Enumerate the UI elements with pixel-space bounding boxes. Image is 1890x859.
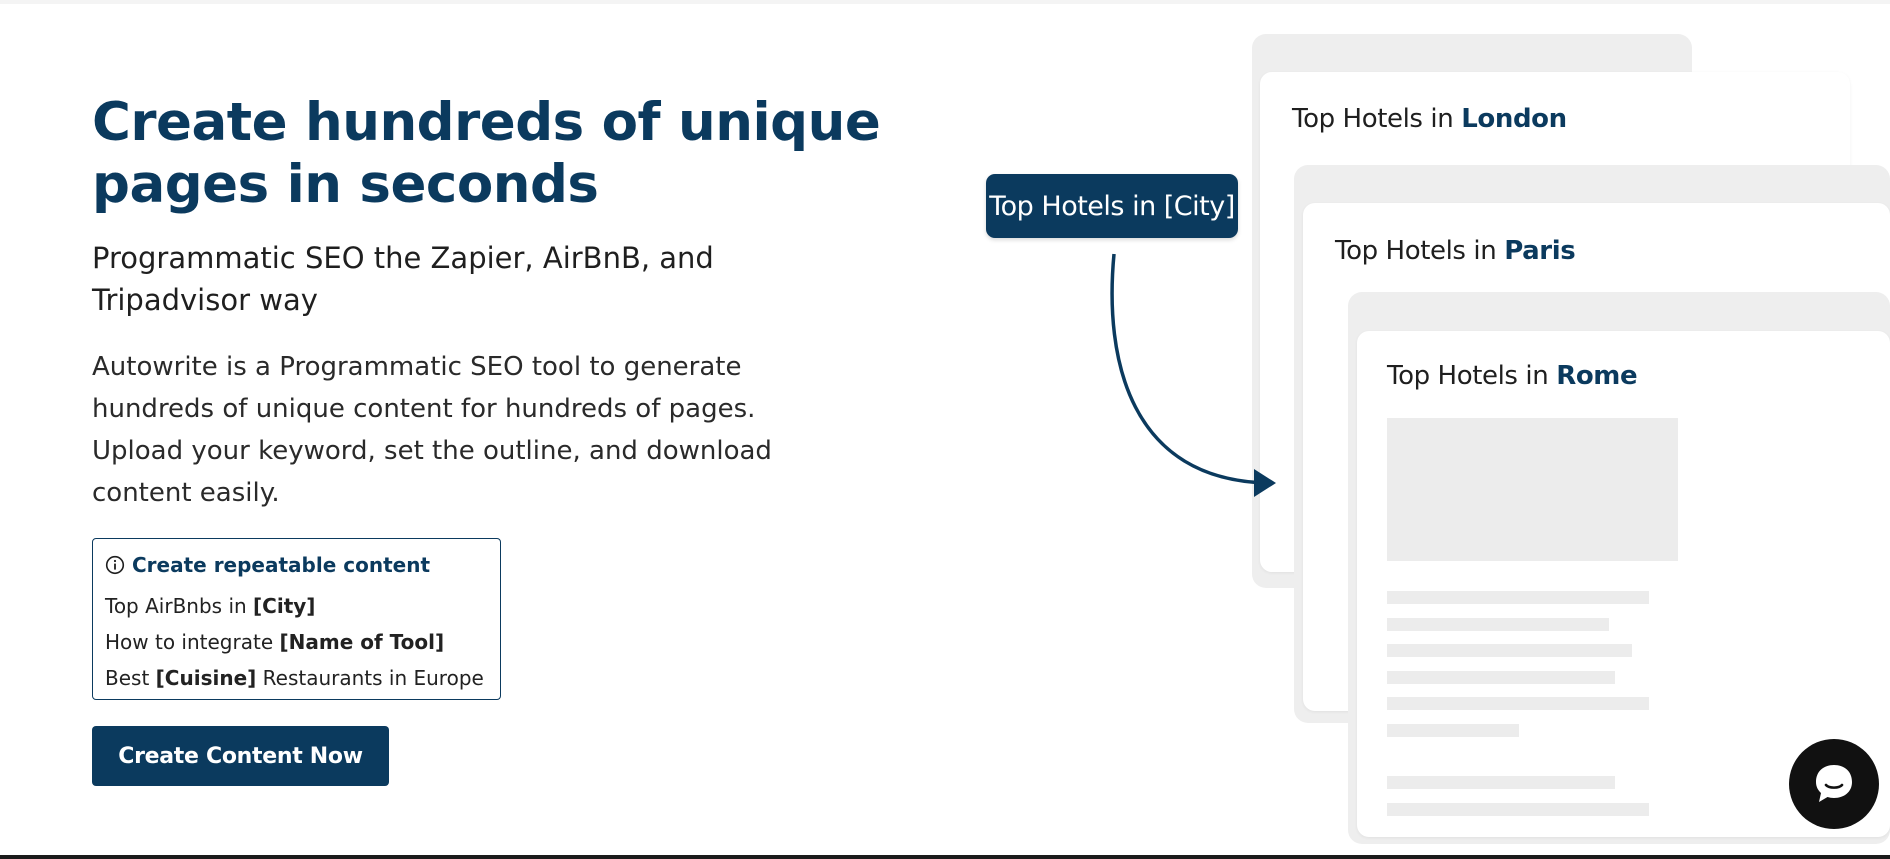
examples-heading: Create repeatable content <box>105 552 488 578</box>
example-text: How to integrate <box>105 630 280 654</box>
example-token: [Name of Tool] <box>279 630 445 654</box>
card-title: Top Hotels in Paris <box>1335 236 1576 266</box>
example-row: Best [Cuisine] Restaurants in Europe <box>105 660 488 696</box>
page-description: Autowrite is a Programmatic SEO tool to … <box>92 352 772 508</box>
examples-box: Create repeatable content Top AirBnbs in… <box>92 538 501 700</box>
page-title: Create hundreds of unique pages in secon… <box>92 92 881 215</box>
example-text: Top AirBnbs in <box>105 594 254 618</box>
text-line-placeholder <box>1387 724 1519 737</box>
text-line-placeholder <box>1387 803 1649 816</box>
card-title-prefix: Top Hotels in <box>1292 104 1462 134</box>
card-title-prefix: Top Hotels in <box>1335 236 1505 266</box>
card-title-prefix: Top Hotels in <box>1387 361 1557 391</box>
bottom-divider <box>0 855 1890 859</box>
chat-bubble-icon <box>1816 765 1852 802</box>
page-subtitle: Programmatic SEO the Zapier, AirBnB, and… <box>92 241 714 317</box>
image-placeholder <box>1387 418 1678 561</box>
card-title-city: Paris <box>1504 236 1576 266</box>
arrow-icon <box>1110 253 1276 497</box>
template-label: Top Hotels in [City] <box>986 174 1238 238</box>
card-title: Top Hotels in Rome <box>1387 361 1638 391</box>
text-line-placeholder <box>1387 644 1632 657</box>
text-line-placeholder <box>1387 591 1649 604</box>
text-line-placeholder <box>1387 618 1609 631</box>
example-row: How to integrate [Name of Tool] <box>105 624 488 660</box>
text-line-placeholder <box>1387 697 1649 710</box>
card-title-city: London <box>1461 104 1567 134</box>
text-line-placeholder <box>1387 671 1615 684</box>
create-content-now-button[interactable]: Create Content Now <box>92 726 389 786</box>
examples-heading-label: Create repeatable content <box>132 553 431 577</box>
example-text: Best <box>105 666 156 690</box>
text-line-placeholder <box>1387 776 1615 789</box>
example-row: Top AirBnbs in [City] <box>105 588 488 624</box>
example-token: [Cuisine] <box>155 666 257 690</box>
card-title-city: Rome <box>1556 361 1638 391</box>
example-text: Restaurants in Europe <box>256 666 484 690</box>
info-circle-icon <box>105 555 125 575</box>
example-token: [City] <box>253 594 316 618</box>
card-title: Top Hotels in London <box>1292 104 1567 134</box>
top-divider <box>0 0 1890 4</box>
chat-widget-button[interactable] <box>1789 739 1879 829</box>
